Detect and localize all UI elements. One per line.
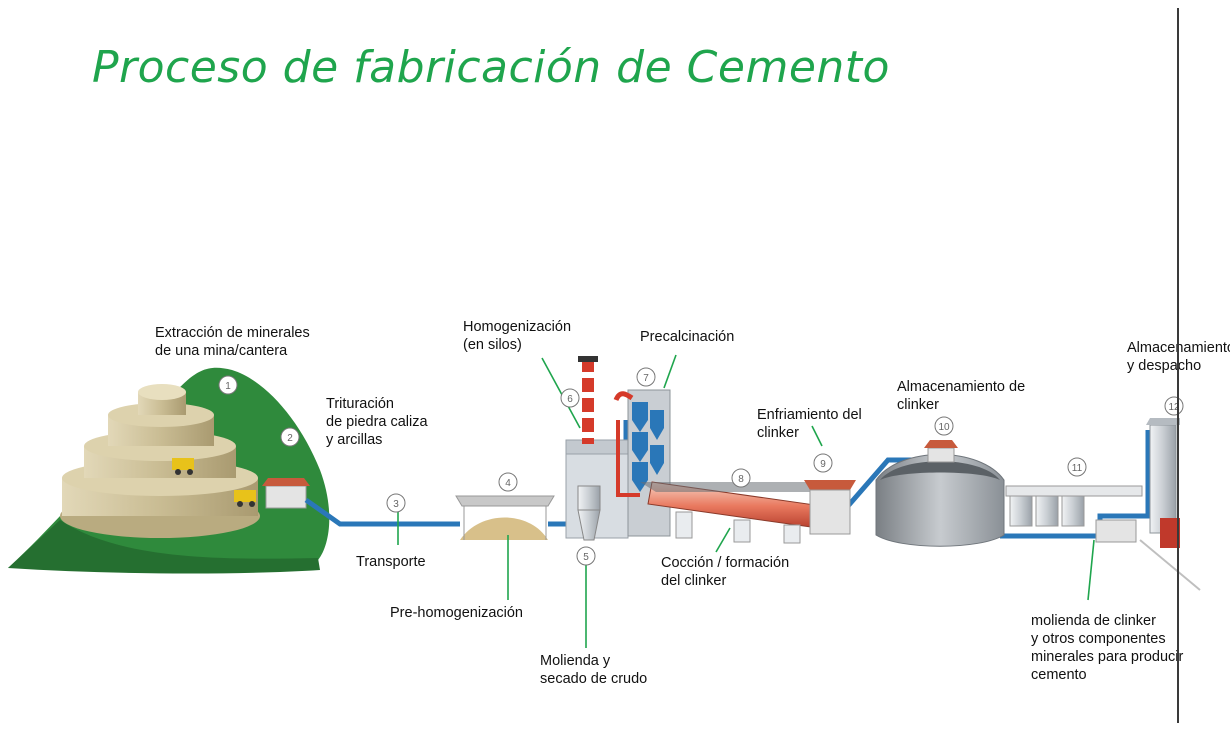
- step-number-8: 8: [738, 474, 744, 485]
- step-number-4: 4: [505, 478, 511, 489]
- step-number-3: 3: [393, 499, 399, 510]
- step-label-4: Pre-homogenización: [390, 605, 523, 621]
- dispatch-silos: [1139, 418, 1201, 591]
- step-number-2: 2: [287, 433, 293, 444]
- step-label-5: Molienda y secado de crudo: [540, 653, 648, 687]
- step-label-1: Extracción de minerales de una mina/cant…: [155, 325, 310, 359]
- diagram-title: Proceso de fabricación de Cemento: [92, 42, 890, 93]
- clinker-cooler: [804, 480, 856, 535]
- step-number-1: 1: [225, 381, 231, 392]
- step-label-8: Cocción / formación del clinker: [661, 555, 790, 589]
- step-number-9: 9: [820, 459, 826, 470]
- clinker-storage: [875, 440, 1005, 547]
- quarry-illustration: [8, 367, 330, 574]
- step-label-9: Enfriamiento del clinker: [757, 407, 862, 441]
- step-label-3: Transporte: [356, 554, 426, 570]
- step-markers: [218, 367, 1184, 566]
- callout-lines: [397, 354, 1095, 648]
- step-number-12: 12: [1168, 402, 1180, 413]
- prehomogenization-shed: [455, 495, 555, 540]
- step-label-11: molienda de clinker y otros componentes …: [1031, 613, 1184, 683]
- step-label-6: Homogenización (en silos): [463, 319, 572, 353]
- step-number-5: 5: [583, 552, 589, 563]
- step-label-2: Trituración de piedra caliza y arcillas: [326, 396, 428, 448]
- step-number-6: 6: [567, 394, 573, 405]
- preheater-tower: [613, 389, 671, 537]
- step-number-11: 11: [1072, 463, 1083, 474]
- step-number-7: 7: [643, 373, 649, 384]
- vertical-divider: [1177, 8, 1179, 723]
- cement-mill: [1005, 485, 1143, 543]
- step-number-10: 10: [938, 422, 950, 433]
- step-label-10: Almacenamiento de clinker: [897, 379, 1026, 413]
- step-label-7: Precalcinación: [640, 329, 735, 345]
